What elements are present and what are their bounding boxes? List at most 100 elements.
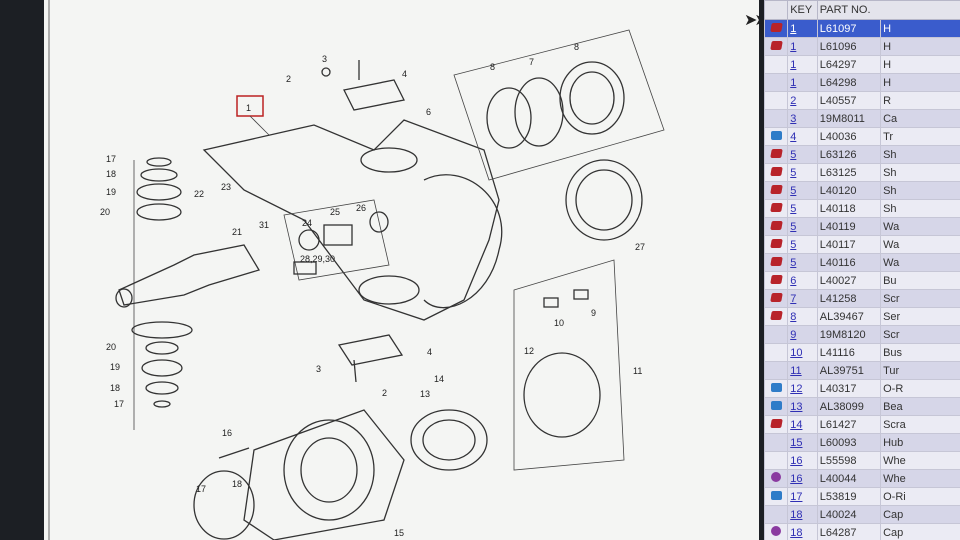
flag-icon[interactable] — [769, 310, 783, 320]
flag-icon[interactable] — [769, 256, 783, 266]
flag-icon[interactable] — [769, 418, 783, 428]
key-link[interactable]: 6 — [790, 274, 797, 287]
drive-shaft — [118, 244, 260, 306]
flag-icon[interactable] — [769, 184, 783, 194]
flag-icon[interactable] — [769, 274, 783, 284]
key-link[interactable]: 1 — [790, 22, 797, 35]
part-number-cell: L40317 — [816, 379, 882, 398]
key-link[interactable]: 12 — [790, 382, 803, 395]
flag-icon[interactable] — [769, 40, 783, 50]
navigate-arrows-icon[interactable]: ➤➤➤➤ — [744, 12, 759, 29]
flag-icon[interactable] — [769, 238, 783, 248]
key-link[interactable]: 5 — [790, 184, 797, 197]
description-cell: Bea — [880, 397, 960, 416]
key-link[interactable]: 1 — [790, 58, 797, 71]
key-link[interactable]: 4 — [790, 130, 797, 143]
part-number-cell: L64298 — [816, 73, 882, 92]
key-cell: 18 — [787, 523, 818, 540]
key-link[interactable]: 18 — [790, 526, 803, 539]
row-icon-cell — [764, 271, 789, 290]
note-icon[interactable] — [770, 490, 782, 500]
note-icon[interactable] — [770, 400, 782, 410]
row-icon-cell — [764, 199, 789, 218]
flag-icon[interactable] — [769, 220, 783, 230]
key-link[interactable]: 1 — [790, 76, 797, 89]
description-cell: Wa — [880, 217, 960, 236]
gear-icon[interactable] — [771, 472, 782, 482]
flag-icon[interactable] — [769, 202, 783, 212]
key-link[interactable]: 13 — [790, 400, 803, 413]
key-link[interactable]: 5 — [790, 238, 797, 251]
key-cell: 5 — [787, 253, 818, 272]
key-link[interactable]: 18 — [790, 508, 803, 521]
key-link[interactable]: 17 — [790, 490, 803, 503]
svg-text:2: 2 — [286, 74, 291, 84]
description-cell: Tur — [880, 361, 960, 380]
part-number-cell: L40120 — [816, 181, 882, 200]
key-link[interactable]: 10 — [790, 346, 803, 359]
row-icon-cell — [764, 109, 789, 128]
note-icon[interactable] — [770, 382, 782, 392]
key-link[interactable]: 5 — [790, 166, 797, 179]
key-link[interactable]: 2 — [790, 94, 797, 107]
flag-icon[interactable] — [769, 292, 783, 302]
key-link[interactable]: 5 — [790, 256, 797, 269]
key-link[interactable]: 7 — [790, 292, 797, 305]
key-link[interactable]: 5 — [790, 202, 797, 215]
key-link[interactable]: 11 — [790, 364, 802, 377]
row-icon-cell — [764, 127, 789, 146]
key-link[interactable]: 15 — [790, 436, 803, 449]
flag-icon[interactable] — [769, 166, 783, 176]
key-link[interactable]: 14 — [790, 418, 803, 431]
part-number-cell: AL38099 — [816, 397, 882, 416]
key-link[interactable]: 1 — [790, 40, 797, 53]
key-link[interactable]: 9 — [790, 328, 797, 341]
key-link[interactable]: 3 — [790, 112, 797, 125]
key-link[interactable]: 8 — [790, 310, 797, 323]
svg-text:17: 17 — [114, 399, 124, 409]
key-link[interactable]: 16 — [790, 454, 803, 467]
part-no-column-header[interactable]: PART NO. — [816, 0, 960, 20]
description-cell: Sh — [880, 181, 960, 200]
key-link[interactable]: 16 — [790, 472, 803, 485]
key-column-header[interactable]: KEY — [787, 0, 818, 20]
note-icon[interactable] — [770, 130, 782, 140]
flag-icon[interactable] — [769, 148, 783, 158]
gear-icon[interactable] — [771, 526, 782, 536]
svg-text:4: 4 — [402, 69, 407, 79]
flag-icon[interactable] — [769, 22, 783, 32]
parts-diagram[interactable]: 1 — [44, 0, 759, 540]
key-link[interactable]: 5 — [790, 220, 797, 233]
row-icon-cell — [764, 397, 789, 416]
key-link[interactable]: 5 — [790, 148, 797, 161]
